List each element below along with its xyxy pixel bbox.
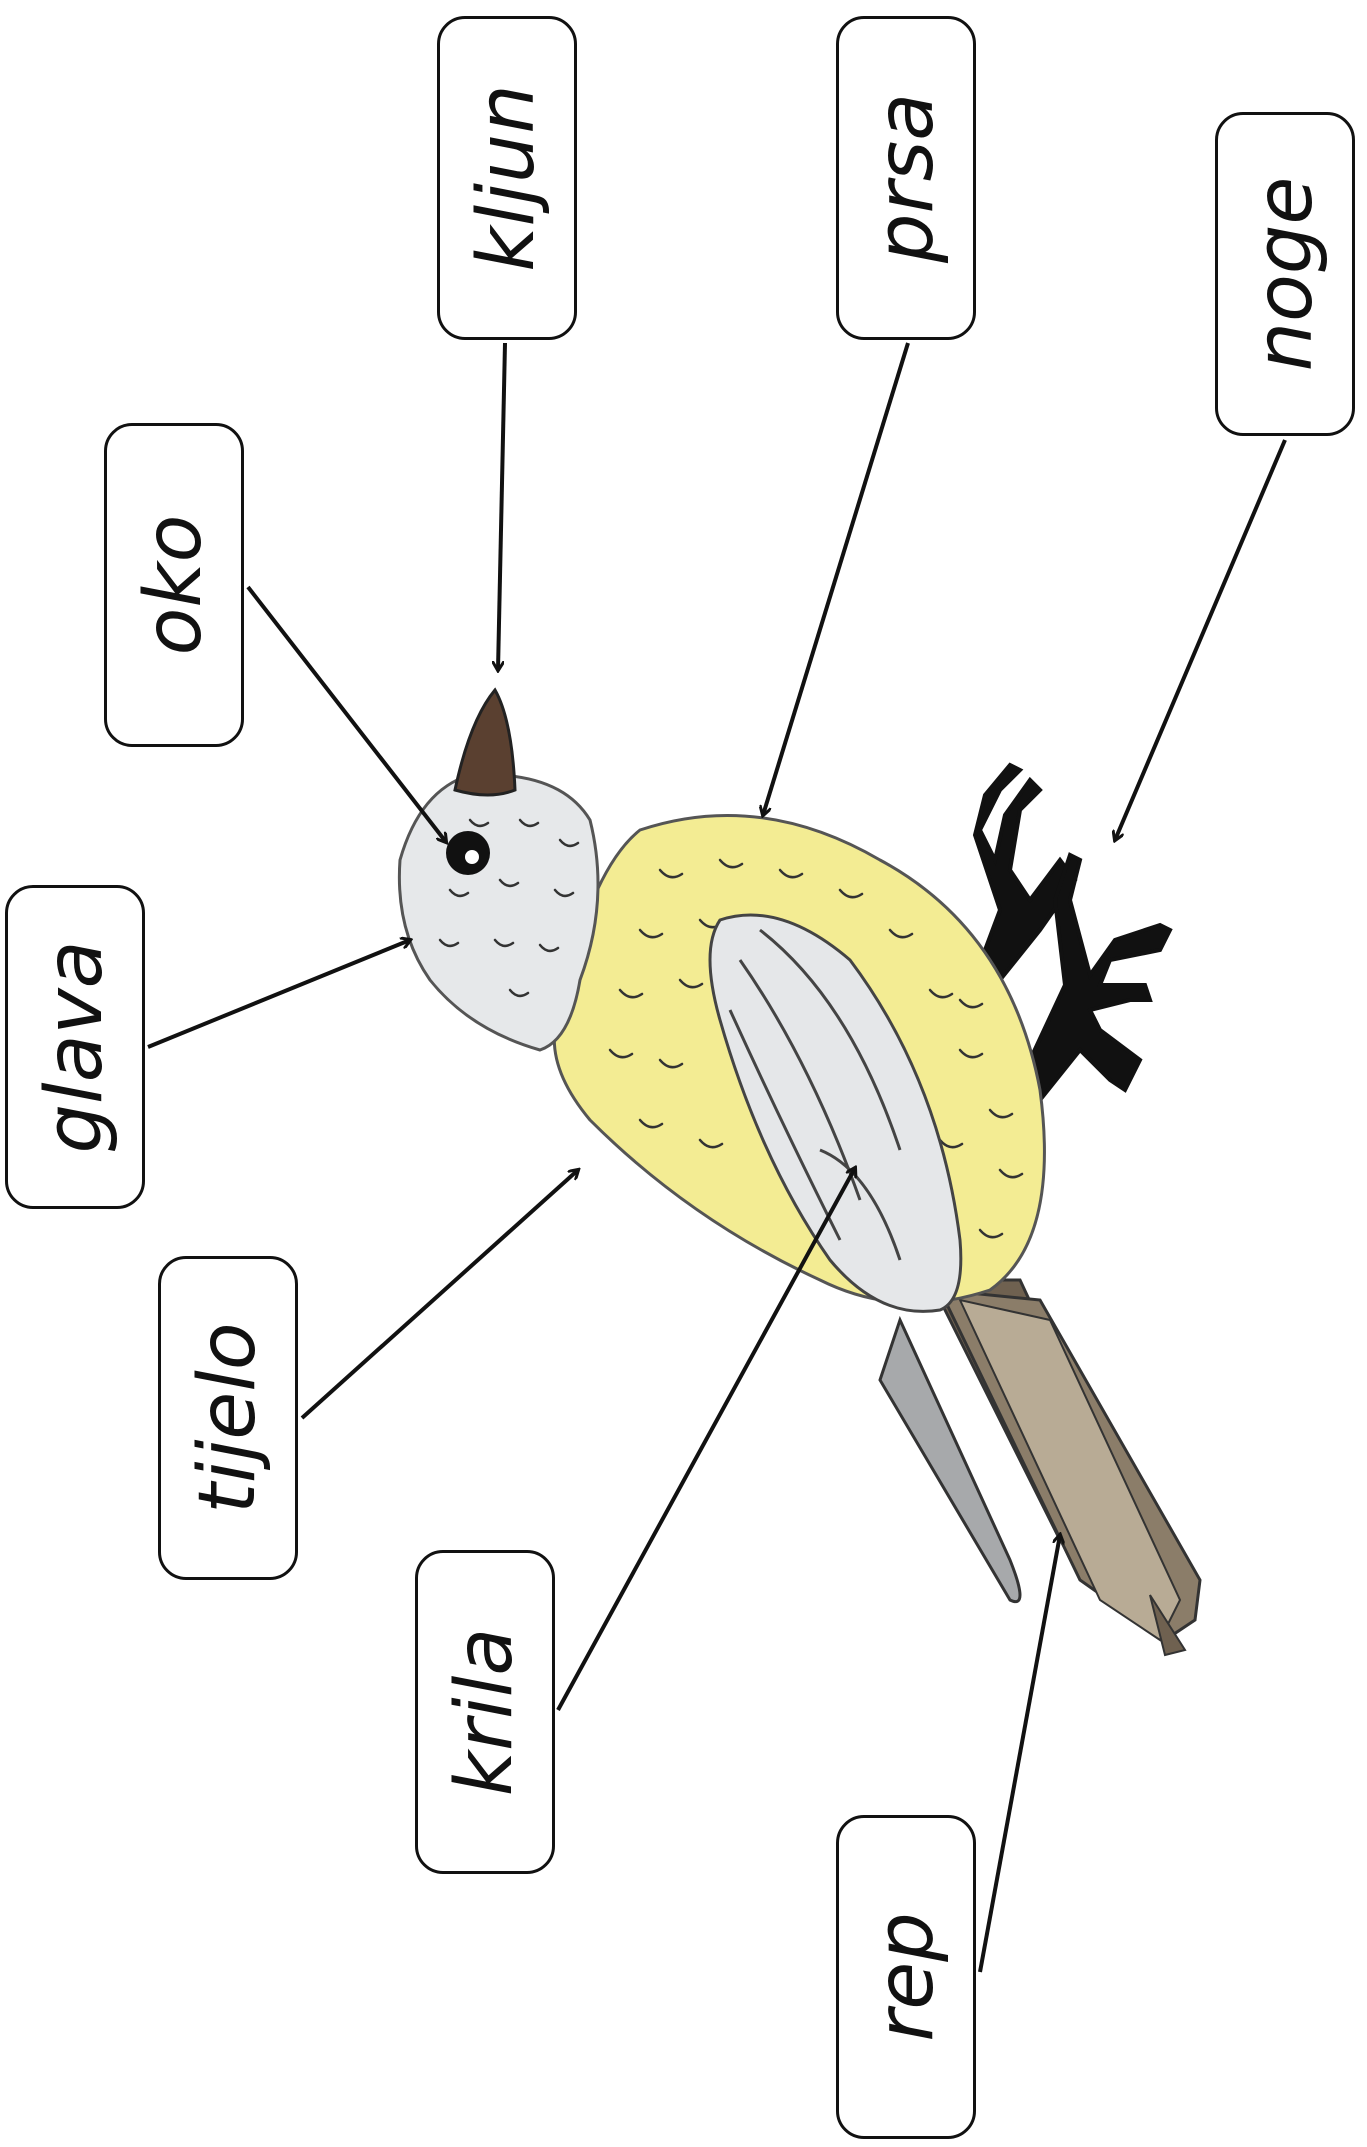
arrow-krila: [556, 1168, 855, 1711]
bird-head: [397, 773, 600, 1052]
beak: [453, 687, 517, 797]
label-kljun: kljun: [462, 84, 552, 272]
arrow-rep: [978, 1535, 1060, 1973]
label-krila: krila: [440, 1627, 530, 1797]
label-noge: noge: [1240, 176, 1330, 372]
label-box-rep: rep: [836, 1815, 976, 2139]
arrow-glava: [147, 940, 410, 1049]
label-box-kljun: kljun: [437, 16, 577, 340]
label-box-noge: noge: [1215, 112, 1355, 436]
label-box-oko: oko: [104, 423, 244, 747]
arrow-tijelo: [300, 1170, 578, 1420]
label-rep: rep: [861, 1912, 951, 2042]
pointer-arrows: [147, 342, 1287, 1973]
label-box-prsa: prsa: [836, 16, 976, 340]
label-box-krila: krila: [415, 1550, 555, 1874]
arrow-oko: [246, 585, 446, 842]
arrow-noge: [1115, 439, 1287, 840]
legs: [972, 762, 1173, 1105]
label-box-tijelo: tijelo: [158, 1256, 298, 1580]
label-glava: glava: [30, 940, 120, 1154]
label-prsa: prsa: [861, 92, 951, 264]
wing: [708, 913, 963, 1313]
tail: [878, 1278, 1202, 1657]
arrow-prsa: [763, 342, 910, 815]
arrow-kljun: [498, 342, 507, 670]
label-box-glava: glava: [5, 885, 145, 1209]
label-oko: oko: [129, 514, 219, 656]
label-tijelo: tijelo: [183, 1322, 273, 1514]
